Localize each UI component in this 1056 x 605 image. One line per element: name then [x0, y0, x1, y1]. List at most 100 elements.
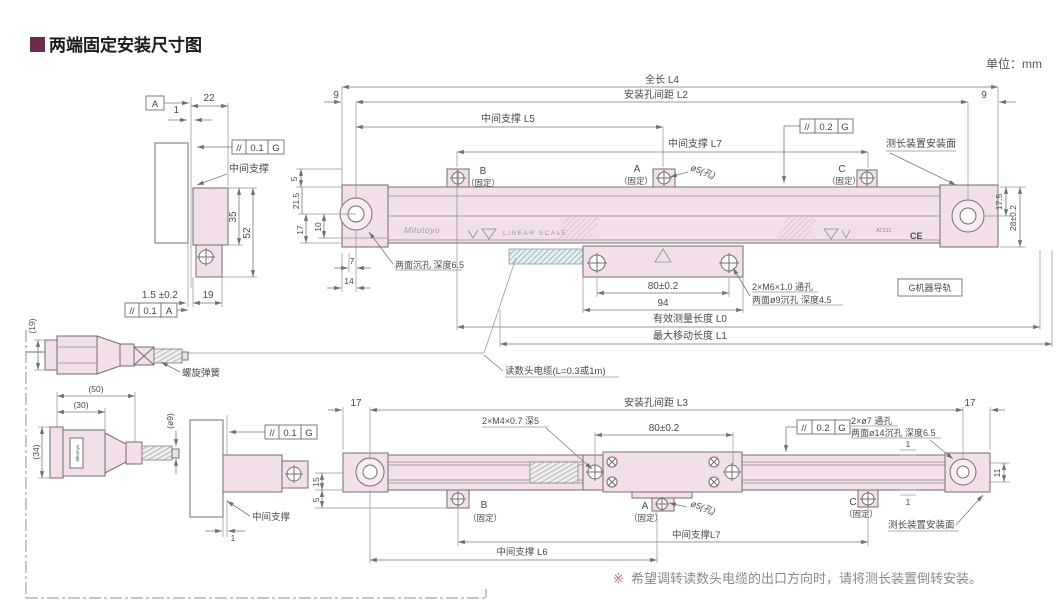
- support-label: 中间支撑: [229, 162, 269, 175]
- dim-1-bottom: 1: [906, 497, 911, 507]
- dim-94: 94: [657, 298, 669, 309]
- finish-mark-icon: [841, 229, 851, 239]
- model-label: AT211: [876, 228, 891, 234]
- ce-mark: CE: [910, 231, 923, 241]
- slider-hole-callout-2: 两面ø9沉孔 深度4.5: [752, 294, 832, 305]
- dim-l7: 中间支撑L7: [672, 529, 721, 541]
- g-rail-box: [897, 278, 963, 297]
- scale-section-body: [192, 187, 229, 246]
- dim-1-5: 1.5 ±0.2: [142, 290, 179, 301]
- dim-11: 11: [992, 468, 1002, 477]
- dim-9-right: 9: [981, 90, 987, 101]
- slider-block: [582, 245, 744, 278]
- top-view: Mitutoyo LINEAR SCALE AT211 CE B （固定） A …: [188, 73, 1053, 378]
- grating-hatch: [777, 217, 817, 239]
- fcf-parallel-01-g: // 0.1 G: [197, 139, 285, 155]
- section-view: A 22 1 // 0.1 G 中间支撑 35 52 1.5 ±0.2 19 /…: [124, 93, 285, 318]
- dim-52: 52: [242, 227, 253, 239]
- lug-a-fixed: （固定）: [629, 513, 663, 523]
- dim-7: 7: [350, 256, 355, 266]
- page-title: 两端固定安装尺寸图: [49, 35, 202, 55]
- title-bullet: [30, 37, 45, 52]
- datum-a-label: A: [152, 99, 159, 110]
- fcf-value: 0.1: [143, 306, 156, 317]
- dim-1: 1: [231, 533, 236, 543]
- dim-17: 17: [295, 225, 305, 235]
- end-hole-callout-2: 两面ø14沉孔 深度6.5: [851, 427, 936, 438]
- bottom-view: 17 安装孔间距 L3 17 2×M4×0.7 深5 80±0.2 // 0.2…: [311, 396, 1010, 563]
- ref-triangle-icon: [654, 248, 672, 263]
- dim-21-5: 21.5: [291, 192, 301, 209]
- dim-19-paren: (19): [27, 318, 37, 333]
- lug-a-fixed: （固定）: [619, 176, 653, 186]
- lug-c-fixed: （固定）: [844, 509, 878, 519]
- g-rail-label: G机器导轨: [908, 282, 951, 293]
- dim-17-right: 17: [964, 398, 976, 409]
- dim-15: 15: [311, 477, 321, 487]
- fcf-symbol: //: [801, 423, 807, 434]
- dim-34-paren: (34): [31, 444, 41, 459]
- machine-wall-hatch: [154, 142, 189, 244]
- product-name: LINEAR SCALE: [503, 230, 568, 237]
- mount-surface-label: 测长装置安装面: [886, 137, 956, 150]
- dim-1-top: 1: [906, 439, 911, 449]
- end-hole-callout-1: 2×ø7 通孔: [851, 416, 892, 426]
- spring-rod: [508, 248, 584, 265]
- mount-surface-label: 测长装置安装面: [888, 519, 955, 531]
- slider-hole-callout-1: 2×M6×1.0 通孔: [752, 282, 813, 292]
- cbore-callout: 两面沉孔 深度6.5: [395, 259, 464, 270]
- support-label: 中间支撑: [252, 511, 291, 523]
- fcf-parallel-02-g: // 0.2 G: [781, 118, 854, 183]
- lug-a-label: A: [634, 164, 641, 175]
- connector-logo: Mitutoyo: [75, 444, 80, 462]
- fcf-value: 0.2: [816, 423, 829, 434]
- brand-logo: Mitutoyo: [404, 225, 440, 235]
- dim-l2: 安装孔间距 L2: [624, 88, 688, 101]
- fcf-datum: G: [841, 122, 848, 133]
- dim-l4: 全长 L4: [645, 73, 679, 86]
- hole-5-callout: ø5(孔): [689, 498, 716, 516]
- spring-label: 螺旋弹簧: [182, 367, 221, 379]
- dim-l3: 安装孔间距 L3: [624, 396, 688, 409]
- hole-5-callout: ø5(孔): [689, 162, 716, 180]
- dim-5: 5: [289, 176, 299, 181]
- machine-wall-hatch: [189, 419, 224, 518]
- lug-c-label: C: [849, 497, 856, 508]
- lug-b-label: B: [480, 166, 487, 177]
- fcf-symbol: //: [269, 428, 275, 439]
- fcf-datum: G: [305, 428, 312, 439]
- lug-b-label: B: [481, 500, 488, 511]
- note-marker: ※: [613, 571, 624, 586]
- dim-22: 22: [203, 93, 215, 104]
- dim-l6: 中间支撑 L6: [496, 546, 547, 558]
- dim-19: 19: [202, 290, 214, 301]
- finish-mark-icon: [481, 228, 497, 240]
- dim-d9-paren: (ø9): [165, 413, 175, 429]
- dim-l5: 中间支撑 L5: [481, 112, 535, 125]
- dim-l7: 中间支撑 L7: [668, 137, 722, 150]
- finish-mark-icon: [823, 228, 839, 240]
- fcf-parallel-02-g: // 0.2 G: [783, 419, 851, 452]
- fcf-datum: G: [838, 423, 845, 434]
- grating-hatch: [556, 217, 600, 239]
- lug-c-label: C: [838, 164, 845, 175]
- fcf-symbol: //: [129, 306, 135, 317]
- unit-label: 单位：mm: [986, 56, 1042, 71]
- fcf-value: 0.1: [250, 143, 263, 154]
- dim-14: 14: [344, 276, 354, 286]
- slider-block-plan: [602, 451, 743, 493]
- finish-mark-icon: [467, 229, 479, 239]
- dim-10: 10: [313, 222, 323, 232]
- dim-28: 28±0.2: [1008, 205, 1018, 231]
- connector-front-view: Mitutoyo (50) (30) (34) (ø9) // 0.1 G 中间…: [31, 384, 318, 543]
- cable-callout: 读数头电缆(L=0.3或1m): [505, 365, 606, 377]
- connector-side-view: (19) 螺旋弹簧: [25, 318, 487, 599]
- screw-target: [197, 248, 215, 266]
- support-block: [222, 454, 283, 493]
- tap-callout: 2×M4×0.7 深5: [482, 416, 539, 426]
- dim-80: 80±0.2: [649, 423, 680, 434]
- footnote: ※ 希望调转读数头电缆的出口方向时，请将测长装置倒转安装。: [613, 571, 982, 586]
- scale-body: [341, 186, 999, 244]
